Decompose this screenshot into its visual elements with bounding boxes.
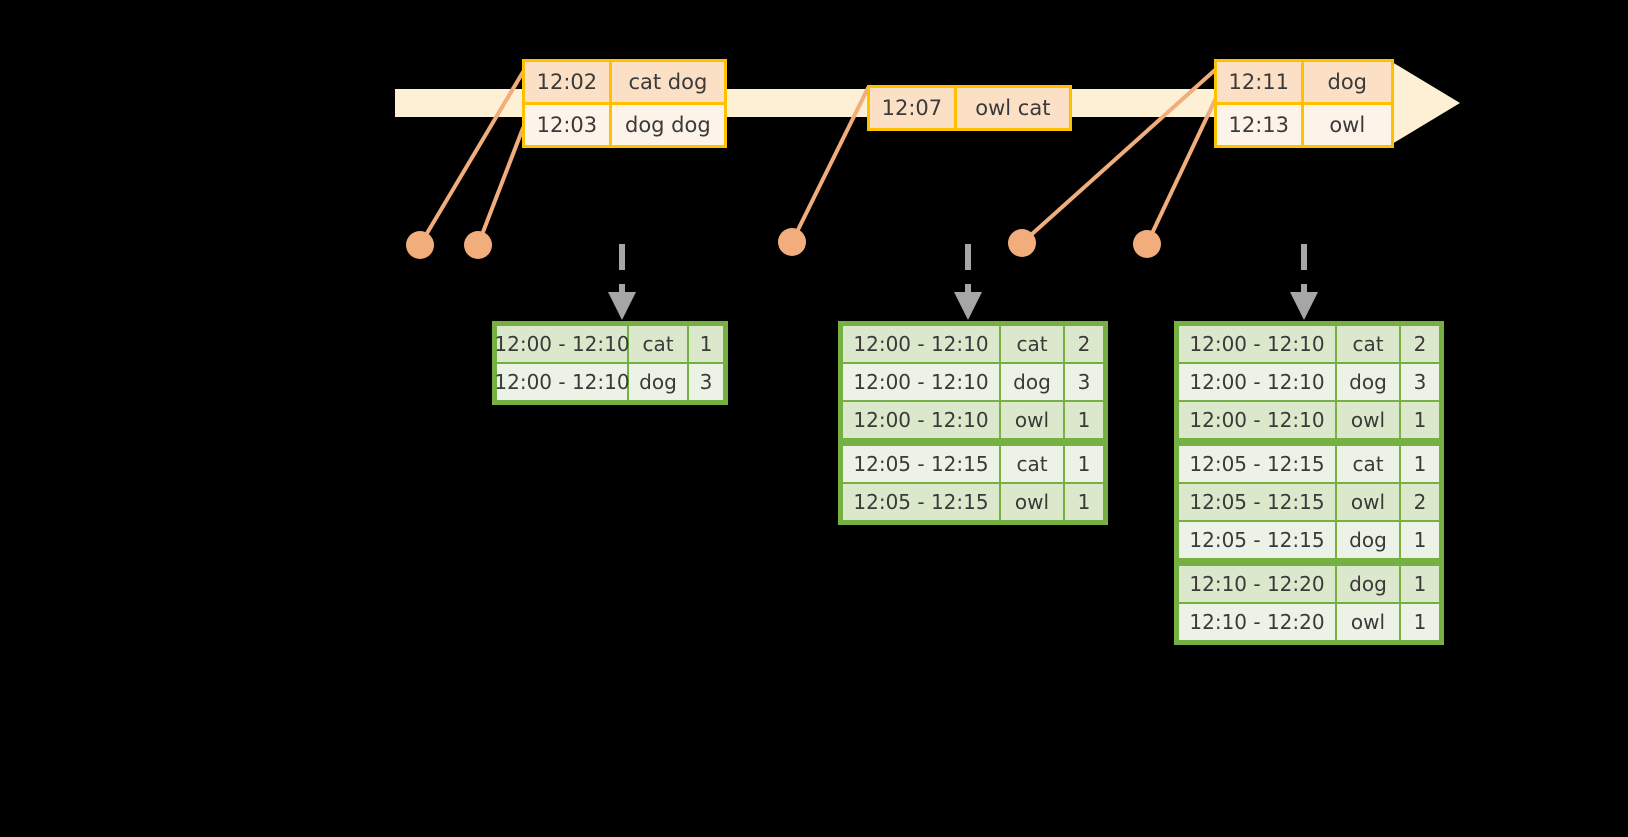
connector-1213 (1145, 98, 1217, 246)
cell-word: owl (1001, 484, 1063, 520)
cell-window: 12:00 - 12:10 (1179, 326, 1335, 362)
emit-arrow-1 (608, 244, 636, 320)
cell-word: dog (1001, 364, 1063, 400)
event-row[interactable]: 12:07 owl cat (870, 88, 1069, 128)
event-words: dog (1300, 62, 1391, 102)
cell-count: 1 (1401, 402, 1439, 438)
cell-count: 2 (1401, 484, 1439, 520)
cell-count: 1 (1065, 484, 1103, 520)
event-row[interactable]: 12:03 dog dog (525, 102, 724, 145)
cell-window: 12:00 - 12:10 (494, 364, 630, 400)
cell-word: owl (1337, 604, 1399, 640)
cell-window: 12:05 - 12:15 (843, 484, 999, 520)
event-row[interactable]: 12:13 owl (1217, 102, 1391, 145)
cell-word: cat (1001, 446, 1063, 482)
event-group-2[interactable]: 12:07 owl cat (867, 85, 1072, 131)
event-group-1[interactable]: 12:02 cat dog 12:03 dog dog (522, 59, 727, 148)
cell-count: 1 (689, 326, 723, 362)
cell-word: dog (1337, 566, 1399, 602)
event-marker-dots (406, 228, 1161, 259)
event-marker-1213 (1133, 230, 1161, 258)
emit-arrow-3 (1290, 244, 1318, 320)
cell-count: 1 (1401, 604, 1439, 640)
event-words: owl (1300, 105, 1391, 145)
connector-1207 (790, 86, 870, 244)
cell-word: cat (629, 326, 687, 362)
cell-count: 1 (1065, 402, 1103, 438)
event-row[interactable]: 12:02 cat dog (525, 62, 724, 102)
cell-count: 1 (1401, 522, 1439, 558)
cell-word: dog (629, 364, 687, 400)
cell-window: 12:05 - 12:15 (1179, 484, 1335, 520)
cell-window: 12:05 - 12:15 (1179, 446, 1335, 482)
cell-word: cat (1337, 326, 1399, 362)
event-marker-1207 (778, 228, 806, 256)
cell-word: owl (1337, 484, 1399, 520)
event-group-3[interactable]: 12:11 dog 12:13 owl (1214, 59, 1394, 148)
event-time: 12:13 (1217, 105, 1301, 145)
cell-word: dog (1337, 364, 1399, 400)
cell-window: 12:00 - 12:10 (1179, 364, 1335, 400)
cell-window: 12:00 - 12:10 (1179, 402, 1335, 438)
cell-count: 1 (1401, 446, 1439, 482)
cell-count: 2 (1401, 326, 1439, 362)
cell-word: owl (1337, 402, 1399, 438)
event-time: 12:07 (870, 88, 954, 128)
event-words: dog dog (608, 105, 724, 145)
event-words: owl cat (953, 88, 1069, 128)
cell-window: 12:00 - 12:10 (843, 364, 999, 400)
window-group-separator (1179, 440, 1439, 444)
emit-arrows (608, 244, 1318, 320)
connector-1202 (418, 70, 525, 247)
cell-count: 1 (1401, 566, 1439, 602)
cell-count: 1 (1065, 446, 1103, 482)
event-time: 12:03 (525, 105, 609, 145)
cell-window: 12:05 - 12:15 (843, 446, 999, 482)
cell-window: 12:10 - 12:20 (1179, 566, 1335, 602)
event-marker-1202 (406, 231, 434, 259)
cell-window: 12:05 - 12:15 (1179, 522, 1335, 558)
event-time: 12:02 (525, 62, 609, 102)
cell-count: 3 (1065, 364, 1103, 400)
event-marker-1203 (464, 231, 492, 259)
event-marker-1211 (1008, 229, 1036, 257)
event-row[interactable]: 12:11 dog (1217, 62, 1391, 102)
cell-word: cat (1001, 326, 1063, 362)
event-time: 12:11 (1217, 62, 1301, 102)
cell-window: 12:10 - 12:20 (1179, 604, 1335, 640)
cell-window: 12:00 - 12:10 (494, 326, 630, 362)
cell-word: owl (1001, 402, 1063, 438)
window-group-separator (843, 440, 1103, 444)
cell-window: 12:00 - 12:10 (843, 402, 999, 438)
cell-window: 12:00 - 12:10 (843, 326, 999, 362)
cell-count: 3 (1401, 364, 1439, 400)
window-group-separator (1179, 560, 1439, 564)
event-words: cat dog (608, 62, 724, 102)
cell-count: 2 (1065, 326, 1103, 362)
emit-arrow-2 (954, 244, 982, 320)
cell-word: dog (1337, 522, 1399, 558)
connector-1203 (476, 126, 525, 247)
cell-word: cat (1337, 446, 1399, 482)
cell-count: 3 (689, 364, 723, 400)
